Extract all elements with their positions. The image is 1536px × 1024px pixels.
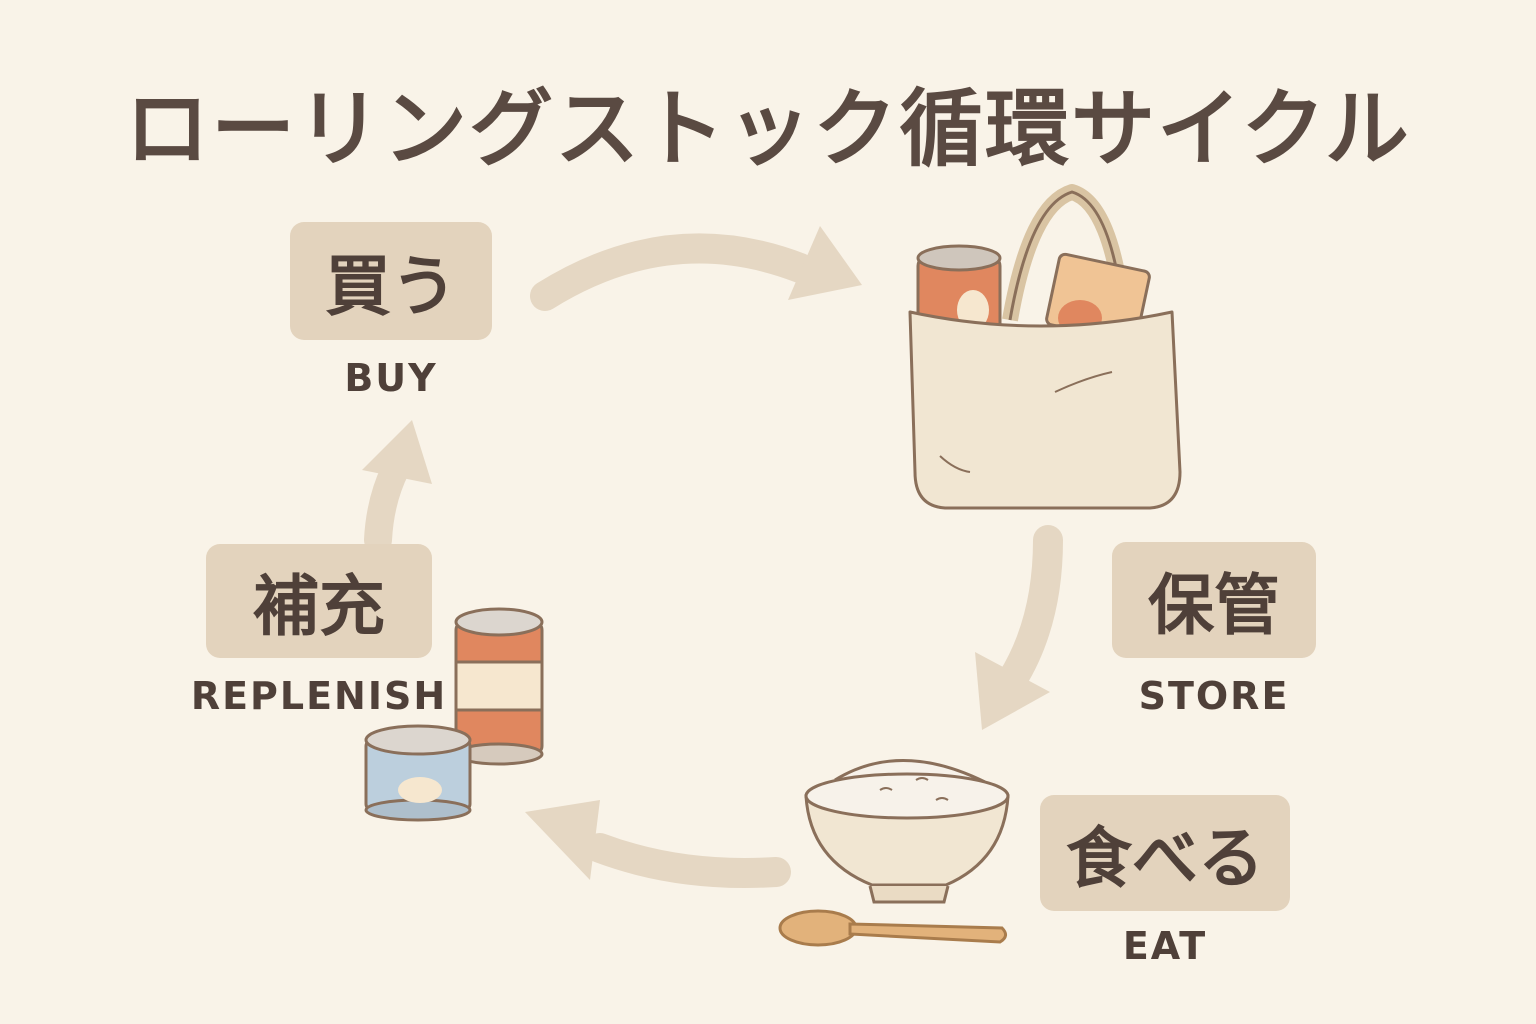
page-title: ローリングストック循環サイクル (125, 80, 1411, 178)
arrow-eat-to-replenish (525, 800, 791, 888)
step-store-label-en: STORE (1138, 674, 1290, 718)
tote-bag-icon (908, 184, 1182, 510)
rice-bowl-icon (804, 759, 1010, 904)
spoon-icon (778, 909, 1007, 947)
step-eat-label: 食べる (1040, 795, 1290, 911)
step-replenish-label-en: REPLENISH (190, 674, 448, 718)
arrow-replenish-to-buy (362, 420, 432, 554)
step-store-label: 保管 (1112, 542, 1316, 658)
canned-food-icon (364, 607, 544, 822)
arrow-buy-to-store (530, 226, 862, 311)
step-buy-label-en: BUY (344, 356, 438, 400)
step-buy-label: 買う (290, 222, 492, 340)
step-eat-label-en: EAT (1122, 924, 1208, 968)
arrow-store-to-eat (975, 525, 1063, 730)
step-replenish-label: 補充 (206, 544, 432, 658)
